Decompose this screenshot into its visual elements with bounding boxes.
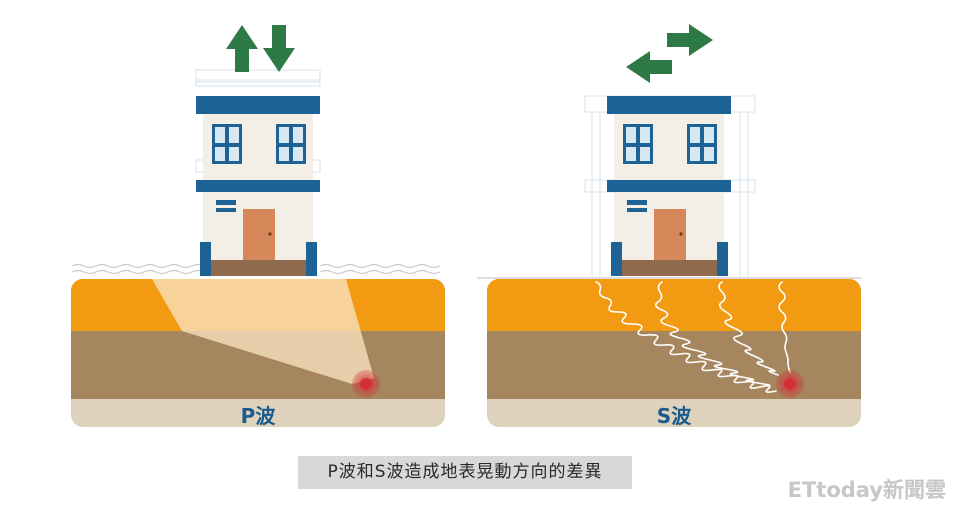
p-wave-cone — [152, 279, 374, 384]
p-hypocenter-dot-icon — [352, 370, 380, 398]
s-house — [607, 96, 731, 276]
watermark-logo: ETtoday新聞雲 — [787, 478, 946, 502]
p-wave-label: P波 — [240, 404, 276, 428]
figure-caption: P波和S波造成地表晃動方向的差異 — [298, 456, 632, 489]
s-wave-panel — [477, 24, 862, 427]
up-down-arrows-icon — [226, 25, 295, 72]
p-ground-surface-lines — [71, 263, 441, 275]
left-right-arrows-icon — [626, 24, 713, 83]
p-wave-panel — [71, 25, 445, 427]
s-wave-label: S波 — [656, 404, 692, 428]
p-house — [196, 96, 320, 276]
s-surface-layer — [487, 279, 861, 331]
s-wave-squiggles — [595, 281, 791, 393]
s-hypocenter-dot-icon — [776, 370, 804, 398]
